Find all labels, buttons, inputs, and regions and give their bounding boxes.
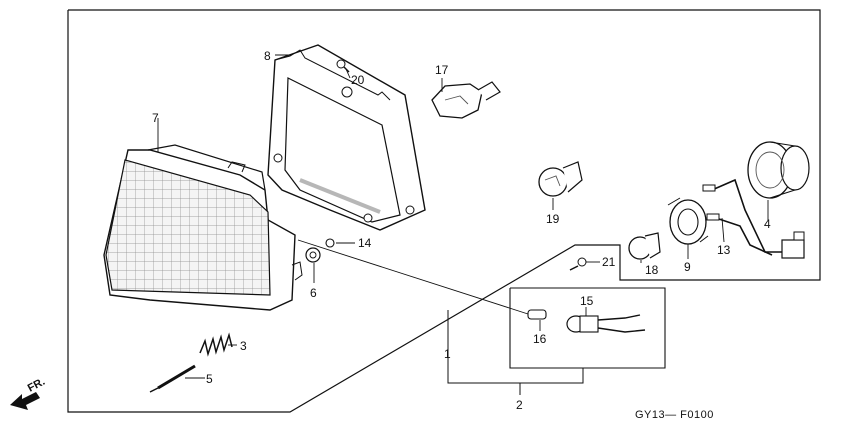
- headlight-unit: [103, 144, 303, 311]
- front-marker-label: FR.: [26, 376, 47, 395]
- label-part-19: 19: [546, 212, 560, 226]
- wire-harness-13: [702, 178, 805, 259]
- bracket-1-2: [447, 310, 584, 384]
- reference-code: GY13— F0100: [635, 409, 714, 421]
- label-part-8: 8: [264, 49, 271, 63]
- label-part-2: 2: [516, 398, 523, 412]
- label-part-14: 14: [358, 236, 372, 250]
- socket-9: [667, 197, 709, 245]
- grommet-6: [305, 247, 321, 263]
- label-part-7: 7: [152, 111, 159, 125]
- label-part-6: 6: [310, 286, 317, 300]
- label-part-20: 20: [351, 73, 365, 87]
- adjusting-screw-5: [149, 364, 196, 393]
- label-part-9: 9: [684, 260, 691, 274]
- label-part-15: 15: [580, 294, 594, 308]
- socket-wire-15: [566, 314, 646, 333]
- bulb-16: [527, 309, 547, 320]
- bulb-19: [538, 161, 583, 197]
- leader-lines: [157, 54, 769, 379]
- label-part-17: 17: [435, 63, 449, 77]
- label-part-1: 1: [444, 347, 451, 361]
- label-part-4: 4: [764, 217, 771, 231]
- label-part-3: 3: [240, 339, 247, 353]
- label-part-16: 16: [533, 332, 547, 346]
- nut-14: [325, 238, 335, 248]
- label-part-18: 18: [645, 263, 659, 277]
- rubber-boot-4: [747, 141, 810, 199]
- headlight-case: [267, 44, 426, 231]
- bulb-18: [628, 232, 661, 260]
- sub-box-socket-assembly: [509, 287, 666, 369]
- spring-3: [199, 332, 233, 357]
- front-arrow-icon: [10, 392, 40, 410]
- label-part-5: 5: [206, 372, 213, 386]
- label-part-13: 13: [717, 243, 731, 257]
- label-part-21: 21: [602, 255, 616, 269]
- screw-21: [569, 257, 587, 271]
- main-frame-outline: [67, 9, 821, 413]
- halogen-bulb-17: [431, 81, 501, 119]
